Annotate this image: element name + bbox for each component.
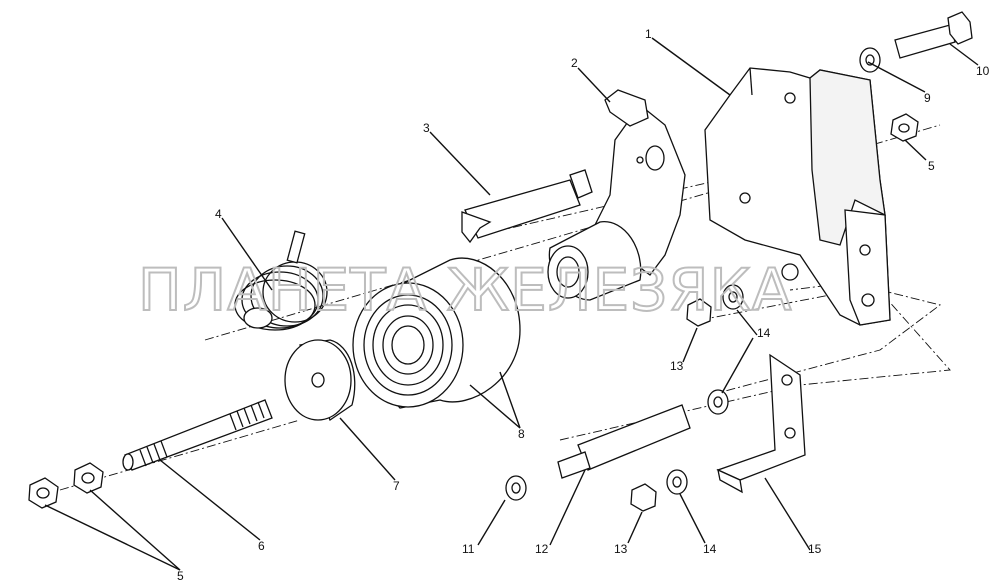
spring-part: [234, 230, 328, 331]
tensioner-arm-part: [547, 89, 686, 301]
callout-2: 2: [571, 56, 578, 70]
callout-10: 10: [976, 64, 990, 78]
callout-14-upper: 14: [757, 326, 771, 340]
callout-6: 6: [258, 539, 265, 553]
callout-12: 12: [535, 542, 549, 556]
callout-3: 3: [423, 121, 430, 135]
bolt-part: [859, 11, 973, 73]
nut-part: [28, 113, 919, 509]
bracket-part: [704, 67, 891, 326]
callout-1: 1: [645, 27, 652, 41]
watermark-text: ПЛАНЕТА ЖЕЛЕЗЯКА: [138, 256, 792, 324]
stud-part: [122, 399, 273, 471]
callout-9: 9: [924, 91, 931, 105]
standoff-part: [505, 284, 744, 512]
callout-8: 8: [518, 427, 525, 441]
pulley-part: [352, 257, 521, 409]
callout-13-lower: 13: [614, 542, 628, 556]
spacer-disk-part: [284, 339, 356, 421]
callout-7: 7: [393, 479, 400, 493]
callout-4: 4: [215, 207, 222, 221]
callout-15: 15: [808, 542, 822, 556]
callout-5-right: 5: [928, 159, 935, 173]
callout-11: 11: [462, 542, 475, 556]
leader-lines: [44, 37, 979, 571]
callout-labels: 1 2 3 4 5 5 6 7 8 9 10 11 12 13 13 14 14…: [177, 27, 990, 583]
callout-14-lower: 14: [703, 542, 717, 556]
pin-part: [461, 169, 593, 244]
callout-13-upper: 13: [670, 359, 684, 373]
angle-bracket-part: [716, 353, 806, 494]
callout-5-bottom: 5: [177, 569, 184, 583]
